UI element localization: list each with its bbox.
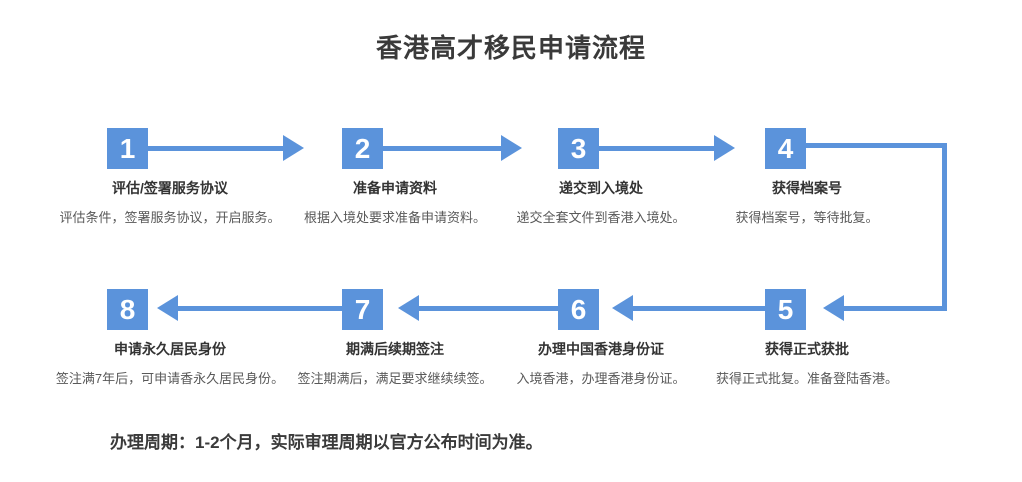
step-title: 办理中国香港身份证	[538, 341, 664, 357]
step-description: 递交全套文件到香港入境处。	[516, 210, 686, 225]
arrow-left-icon	[823, 295, 844, 321]
arrow-step5-step6-line	[632, 306, 765, 311]
arrow-left-icon	[612, 295, 633, 321]
step-3-text: 递交到入境处 递交全套文件到香港入境处。	[486, 178, 716, 226]
step-4-text: 获得档案号 获得档案号，等待批复。	[692, 178, 922, 226]
step-6-text: 办理中国香港身份证 入境香港，办理香港身份证。	[486, 339, 716, 387]
step-description: 入境香港，办理香港身份证。	[516, 371, 686, 386]
processing-period-note: 办理周期：1-2个月，实际审理周期以官方公布时间为准。	[110, 433, 543, 452]
connector-step4-step5-top-line	[806, 143, 947, 148]
arrow-right-icon	[714, 135, 735, 161]
step-title: 递交到入境处	[559, 180, 643, 196]
step-2-number-badge: 2	[342, 128, 383, 169]
step-5-number-badge: 5	[765, 289, 806, 330]
step-8-text: 申请永久居民身份 签注满7年后，可申请香永久居民身份。	[55, 339, 285, 387]
arrow-step3-step4-line	[599, 146, 715, 151]
connector-step4-step5-vertical-line	[942, 143, 947, 311]
arrow-left-icon	[398, 295, 419, 321]
step-description: 获得正式批复。准备登陆香港。	[715, 371, 898, 386]
step-title: 申请永久居民身份	[114, 341, 226, 357]
step-7-text: 期满后续期签注 签注期满后，满足要求继续续签。	[280, 339, 510, 387]
step-5-text: 获得正式获批 获得正式批复。准备登陆香港。	[692, 339, 922, 387]
step-3-number-badge: 3	[558, 128, 599, 169]
step-title: 评估/签署服务协议	[112, 180, 228, 196]
step-title: 准备申请资料	[353, 180, 437, 196]
step-description: 获得档案号，等待批复。	[735, 210, 879, 225]
arrow-step6-step7-line	[418, 306, 558, 311]
arrow-right-icon	[283, 135, 304, 161]
arrow-step2-step3-line	[383, 146, 502, 151]
arrow-right-icon	[501, 135, 522, 161]
step-description: 签注满7年后，可申请香永久居民身份。	[55, 371, 285, 386]
arrow-left-icon	[157, 295, 178, 321]
step-2-text: 准备申请资料 根据入境处要求准备申请资料。	[280, 178, 510, 226]
arrow-step1-step2-line	[148, 146, 284, 151]
connector-step4-step5-bottom-line	[843, 306, 947, 311]
step-8-number-badge: 8	[107, 289, 148, 330]
step-title: 期满后续期签注	[346, 341, 444, 357]
step-6-number-badge: 6	[558, 289, 599, 330]
step-description: 根据入境处要求准备申请资料。	[303, 210, 486, 225]
step-1-text: 评估/签署服务协议 评估条件，签署服务协议，开启服务。	[55, 178, 285, 226]
step-4-number-badge: 4	[765, 128, 806, 169]
step-description: 签注期满后，满足要求继续续签。	[297, 371, 493, 386]
arrow-step7-step8-line	[177, 306, 342, 311]
page-title: 香港高才移民申请流程	[375, 33, 646, 63]
step-7-number-badge: 7	[342, 289, 383, 330]
step-1-number-badge: 1	[107, 128, 148, 169]
step-title: 获得档案号	[772, 180, 842, 196]
step-description: 评估条件，签署服务协议，开启服务。	[59, 210, 281, 225]
step-title: 获得正式获批	[765, 341, 849, 357]
